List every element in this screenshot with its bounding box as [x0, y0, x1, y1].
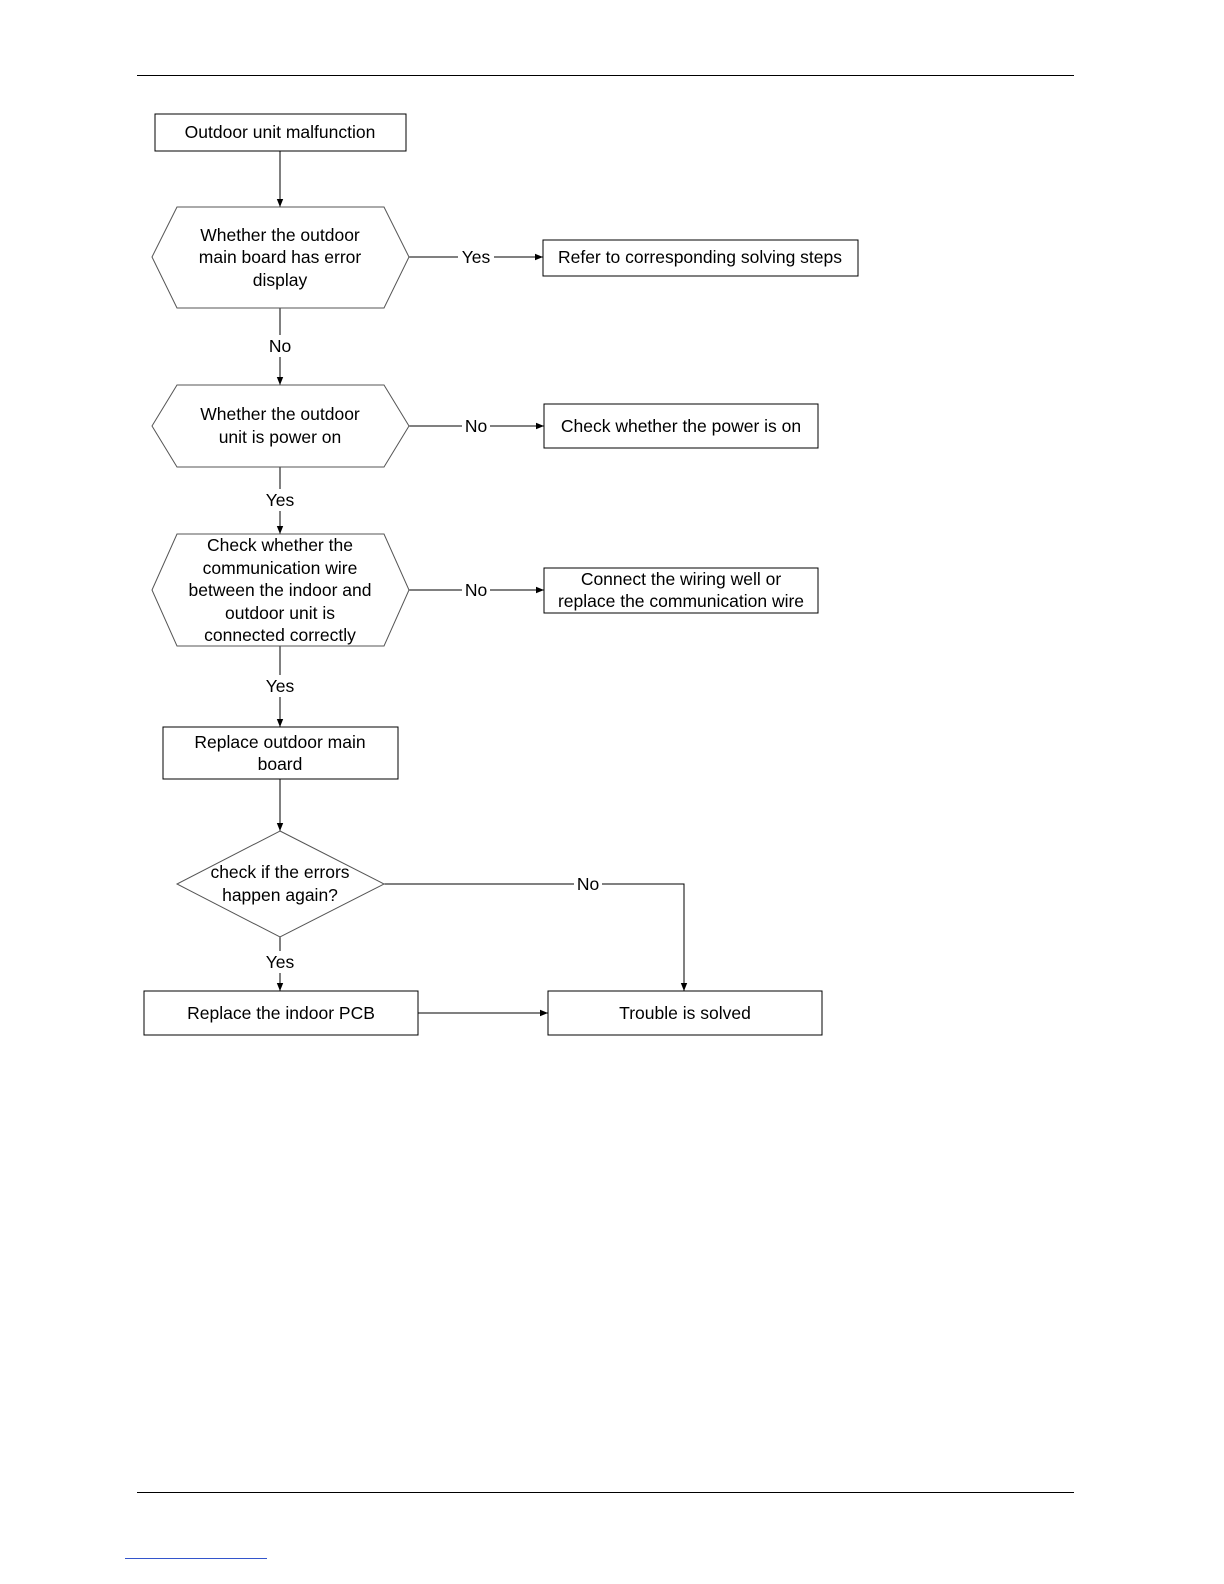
decision-error-display: Whether the outdoor main board has error…: [151, 206, 410, 309]
decision-power-on-line-1: Whether the outdoor: [200, 404, 360, 424]
decision-errors-again: check if the errors happen again?: [175, 830, 386, 938]
footer-rule: [137, 1492, 1074, 1493]
edge-label-comm-wire-no: No: [465, 580, 487, 600]
end-solved-label: Trouble is solved: [619, 1003, 751, 1023]
action-check-power-label: Check whether the power is on: [561, 416, 801, 436]
decision-errors-again-line-1: check if the errors: [210, 862, 349, 882]
decision-comm-wire-line-1: Check whether the: [207, 535, 353, 555]
decision-comm-wire-line-5: connected correctly: [204, 625, 356, 645]
action-connect-wiring: Connect the wiring well or replace the c…: [543, 567, 819, 614]
action-replace-main-board-line-1: Replace outdoor main: [194, 732, 365, 752]
connectors: [276, 151, 688, 1017]
edge-label-errors-again-no: No: [577, 874, 599, 894]
decision-comm-wire-line-4: outdoor unit is: [225, 603, 335, 623]
edge-label-error-display-yes: Yes: [462, 247, 491, 267]
edge-label-power-on-no: No: [465, 416, 487, 436]
header-rule: [137, 75, 1074, 76]
action-refer-steps: Refer to corresponding solving steps: [542, 239, 859, 277]
start-box-label: Outdoor unit malfunction: [185, 122, 376, 142]
decision-error-display-line-1: Whether the outdoor: [200, 225, 360, 245]
decision-power-on-line-2: unit is power on: [219, 427, 342, 447]
action-replace-main-board: Replace outdoor main board: [162, 726, 399, 780]
edge-label-power-on-yes: Yes: [266, 490, 295, 510]
action-replace-indoor-pcb-label: Replace the indoor PCB: [187, 1003, 375, 1023]
action-replace-main-board-line-2: board: [258, 754, 303, 774]
decision-comm-wire: Check whether the communication wire bet…: [151, 533, 410, 647]
action-connect-wiring-line-1: Connect the wiring well or: [581, 569, 782, 589]
connector-errors-again-no: [384, 883, 688, 991]
decision-comm-wire-line-2: communication wire: [203, 558, 358, 578]
action-connect-wiring-line-2: replace the communication wire: [558, 591, 804, 611]
edge-labels: Yes No No Yes No Yes No Yes: [261, 246, 602, 973]
edge-label-comm-wire-yes: Yes: [266, 676, 295, 696]
action-replace-indoor-pcb: Replace the indoor PCB: [143, 990, 419, 1036]
decision-comm-wire-line-3: between the indoor and: [189, 580, 372, 600]
action-refer-steps-label: Refer to corresponding solving steps: [558, 247, 842, 267]
action-check-power: Check whether the power is on: [543, 403, 819, 449]
decision-power-on: Whether the outdoor unit is power on: [151, 384, 410, 468]
footer-link-underline: [125, 1558, 267, 1559]
edge-label-error-display-no: No: [269, 336, 291, 356]
edge-label-errors-again-yes: Yes: [266, 952, 295, 972]
end-solved: Trouble is solved: [547, 990, 823, 1036]
decision-errors-again-line-2: happen again?: [222, 885, 338, 905]
start-box: Outdoor unit malfunction: [154, 113, 407, 152]
decision-error-display-line-2: main board has error: [199, 247, 362, 267]
decision-error-display-line-3: display: [253, 270, 308, 290]
